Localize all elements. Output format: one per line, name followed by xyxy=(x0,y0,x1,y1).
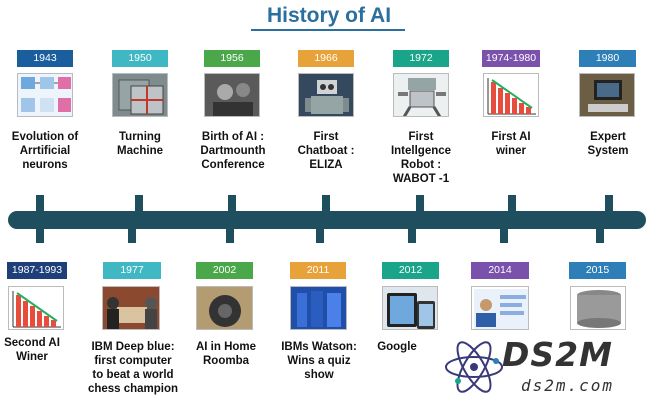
title-underline xyxy=(251,29,405,31)
event-label-1977: IBM Deep blue: first computer to beat a … xyxy=(87,341,179,395)
cylinder-image-icon xyxy=(570,286,626,330)
year-badge-1974-1980: 1974-1980 xyxy=(482,50,540,67)
event-label-1966: First Chatboat : ELIZA xyxy=(297,131,355,171)
machine-image-icon xyxy=(112,73,168,117)
timeline-tick xyxy=(36,195,44,213)
year-badge-1966: 1966 xyxy=(298,50,354,67)
ds2m-logo xyxy=(445,341,503,393)
event-label-1943: Evolution of Arrtificial neurons xyxy=(11,131,79,171)
year-badge-2015: 2015 xyxy=(569,262,626,279)
devices-image-icon xyxy=(382,286,438,330)
event-label-2012: Google xyxy=(377,341,417,353)
timeline-tick xyxy=(500,225,508,243)
year-badge-2011: 2011 xyxy=(290,262,346,279)
timeline-tick xyxy=(408,225,416,243)
declining-chart-icon xyxy=(483,73,539,117)
computer-image-icon xyxy=(579,73,635,117)
year-badge-1987-1993: 1987-1993 xyxy=(7,262,67,279)
year-badge-2012: 2012 xyxy=(382,262,439,279)
timeline-tick xyxy=(416,195,424,213)
event-label-2011: IBMs Watson: Wins a quiz show xyxy=(281,341,357,381)
event-label-1974-1980: First AI winer xyxy=(491,131,531,157)
chat-screen-icon xyxy=(471,286,529,330)
year-badge-1956: 1956 xyxy=(204,50,260,67)
timeline-bar xyxy=(8,211,646,229)
year-badge-2002: 2002 xyxy=(196,262,253,279)
year-badge-1950: 1950 xyxy=(112,50,168,67)
timeline-tick xyxy=(228,195,236,213)
year-badge-2014: 2014 xyxy=(471,262,529,279)
timeline-tick xyxy=(605,195,613,213)
timeline-tick xyxy=(226,225,234,243)
timeline-tick xyxy=(508,195,516,213)
year-badge-1980: 1980 xyxy=(579,50,636,67)
timeline-tick xyxy=(322,195,330,213)
event-label-1980: Expert System xyxy=(587,131,629,157)
event-label-1987-1993: Second AI Winer xyxy=(4,337,60,363)
server-image-icon xyxy=(290,286,347,330)
logo-name: DS2M xyxy=(502,335,613,374)
robot-image-icon xyxy=(393,73,449,117)
timeline-tick xyxy=(36,225,44,243)
event-label-2002: AI in Home Roomba xyxy=(195,341,257,367)
timeline-tick xyxy=(128,225,136,243)
page-title: History of AI xyxy=(266,4,392,27)
timeline-tick xyxy=(135,195,143,213)
logo-site: ds2m.com xyxy=(521,376,615,395)
timeline-tick xyxy=(316,225,324,243)
atom-icon xyxy=(445,341,503,393)
conference-photo-icon xyxy=(204,73,260,117)
event-label-1950: Turning Machine xyxy=(116,131,163,157)
timeline-tick xyxy=(596,225,604,243)
chess-photo-icon xyxy=(102,286,160,330)
robot-image-icon xyxy=(298,73,354,117)
year-badge-1943: 1943 xyxy=(17,50,73,67)
event-label-1972: First Intellgence Robot : WABOT -1 xyxy=(390,131,452,185)
declining-chart-icon xyxy=(8,286,64,330)
year-badge-1977: 1977 xyxy=(103,262,161,279)
roomba-image-icon xyxy=(196,286,253,330)
year-badge-1972: 1972 xyxy=(393,50,449,67)
neuron-diagram-icon xyxy=(17,73,73,117)
event-label-1956: Birth of AI : Dartmounth Conference xyxy=(200,131,266,171)
